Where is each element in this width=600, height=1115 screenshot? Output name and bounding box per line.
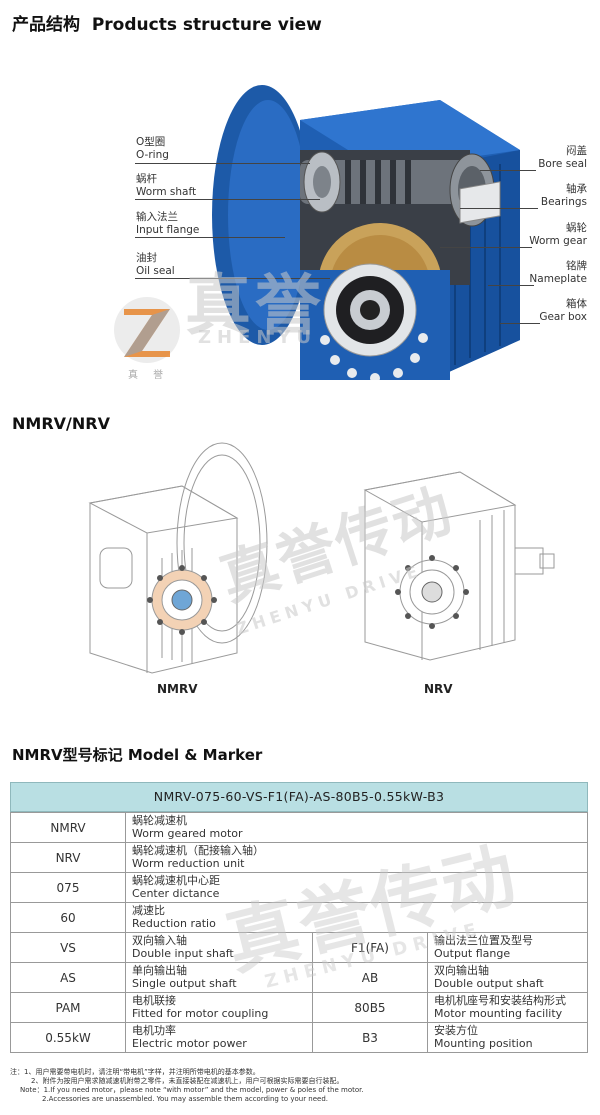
section1-title: 产品结构 Products structure view bbox=[12, 10, 322, 35]
row-desc: 蜗轮减速机（配接输入轴）Worm reduction unit bbox=[125, 842, 588, 873]
model-code-header: NMRV-075-60-VS-F1(FA)-AS-80B5-0.55kW-B3 bbox=[10, 782, 588, 812]
callout-line-wormgear bbox=[440, 247, 532, 248]
label-worm-shaft: 蜗杆 Worm shaft bbox=[136, 173, 197, 198]
callout-line-nameplate bbox=[488, 285, 534, 286]
label-oring: O型圈 O-ring bbox=[136, 136, 169, 161]
watermark-en-1: ZHENYU bbox=[198, 327, 318, 348]
row-code-2: F1(FA) bbox=[312, 932, 428, 963]
callout-line-worm bbox=[135, 199, 320, 200]
callout-line-oilseal bbox=[135, 278, 330, 279]
section2-title: NMRV/NRV bbox=[12, 414, 110, 433]
callout-line-oring bbox=[135, 163, 310, 164]
callout-line-bearings bbox=[460, 208, 538, 209]
label-bore-seal: 闷盖 Bore seal bbox=[538, 145, 587, 170]
row-code-2: AB bbox=[312, 962, 428, 993]
row-code: NMRV bbox=[10, 812, 126, 843]
nmrv-line-drawing bbox=[88, 442, 268, 674]
watermark-cn-1: 真誉 bbox=[185, 267, 325, 344]
label-worm-gear: 蜗轮 Worm gear bbox=[529, 222, 587, 247]
nrv-caption: NRV bbox=[424, 682, 453, 696]
row-code: PAM bbox=[10, 992, 126, 1023]
label-nameplate: 铭牌 Nameplate bbox=[529, 260, 587, 285]
nrv-line-drawing bbox=[363, 471, 555, 661]
row-code: 075 bbox=[10, 872, 126, 903]
note-line: 2.Accessories are unassembled. You may a… bbox=[42, 1095, 329, 1103]
row-code-2: B3 bbox=[312, 1022, 428, 1053]
gearbox-cutaway-illustration bbox=[212, 85, 520, 380]
footnotes: 注：1、用户需要带电机时，请注明“带电机”字样，并注明所带电机的基本参数。 2、… bbox=[10, 1068, 590, 1104]
nmrv-caption: NMRV bbox=[157, 682, 198, 696]
note-line: 注：1、用户需要带电机时，请注明“带电机”字样，并注明所带电机的基本参数。 bbox=[10, 1068, 260, 1076]
row-code-2: 80B5 bbox=[312, 992, 428, 1023]
note-line: Note：1.If you need motor，please note “wi… bbox=[20, 1086, 364, 1094]
zy-logo-icon bbox=[114, 297, 180, 363]
label-input-flange: 输入法兰 Input flange bbox=[136, 211, 200, 236]
row-code: AS bbox=[10, 962, 126, 993]
logo-small-text: 真 誉 bbox=[128, 370, 170, 381]
label-bearings: 轴承 Bearings bbox=[540, 183, 587, 208]
title-cn: 产品结构 bbox=[12, 15, 80, 35]
note-line: 2、附件为按用户需求随减速机附带之零件，未直接装配在减速机上，用户可根据实际需要… bbox=[31, 1077, 344, 1085]
callout-line-boreseal bbox=[480, 170, 536, 171]
row-code: VS bbox=[10, 932, 126, 963]
title-en: Products structure view bbox=[91, 15, 322, 35]
label-oil-seal: 油封 Oil seal bbox=[136, 252, 175, 277]
callout-line-flange bbox=[135, 237, 285, 238]
label-gear-box: 箱体 Gear box bbox=[539, 298, 587, 323]
row-code: 0.55kW bbox=[10, 1022, 126, 1053]
section3-title: NMRV型号标记 Model & Marker bbox=[12, 746, 263, 764]
row-code: 60 bbox=[10, 902, 126, 933]
callout-line-gearbox bbox=[500, 323, 540, 324]
row-code: NRV bbox=[10, 842, 126, 873]
nameplate-plate bbox=[459, 181, 501, 224]
